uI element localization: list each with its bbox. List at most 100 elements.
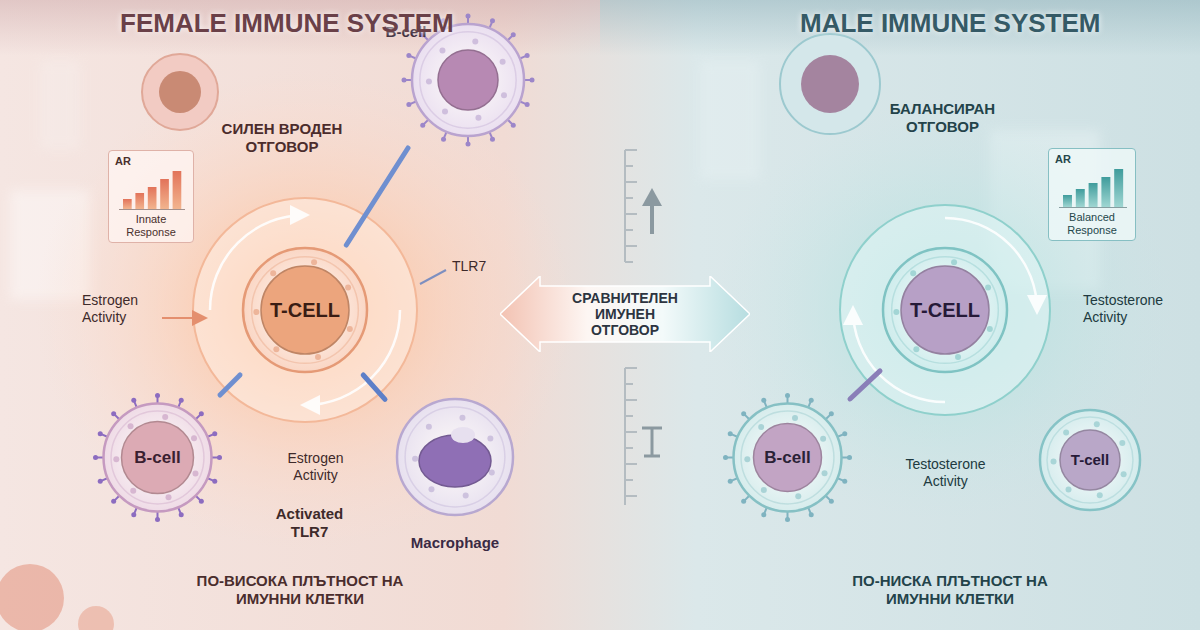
receptor-tip bbox=[212, 479, 217, 484]
bar-icon bbox=[1055, 167, 1129, 209]
decor-shape bbox=[625, 399, 637, 401]
receptor-tip bbox=[847, 455, 852, 460]
granule bbox=[792, 415, 798, 421]
cell-illustration bbox=[243, 248, 367, 372]
receptor-tip bbox=[741, 411, 746, 416]
macrophage-cell: Macrophage bbox=[385, 395, 525, 560]
cell-membrane bbox=[104, 404, 212, 512]
cell-illustration bbox=[883, 248, 1007, 372]
granule bbox=[913, 346, 919, 352]
granule bbox=[439, 47, 445, 53]
granule bbox=[472, 39, 478, 45]
granule bbox=[1063, 429, 1069, 435]
cell-nucleus bbox=[451, 427, 475, 443]
receptor-link bbox=[220, 375, 240, 395]
decor-shape bbox=[625, 245, 637, 247]
hormone-label: Estrogen Activity bbox=[268, 450, 363, 484]
receptor-tip bbox=[761, 512, 766, 517]
receptor-tip bbox=[217, 455, 222, 460]
decor-shape bbox=[625, 495, 637, 497]
up-arrow bbox=[650, 202, 654, 234]
cell-membrane bbox=[741, 411, 834, 504]
comparison-arrow: СРАВНИТЕЛЕН ИМУНЕН ОТГОВОР bbox=[500, 276, 750, 352]
granule bbox=[253, 309, 259, 315]
up-arrow bbox=[642, 188, 662, 206]
granule bbox=[795, 493, 801, 499]
small-cell bbox=[142, 54, 218, 130]
cell-nucleus bbox=[261, 266, 349, 354]
granule bbox=[113, 456, 119, 462]
granule bbox=[428, 486, 434, 492]
granule bbox=[311, 259, 317, 265]
receptor-tip bbox=[93, 455, 98, 460]
receptor-tip bbox=[179, 398, 184, 403]
bar bbox=[1063, 195, 1072, 207]
granule bbox=[412, 456, 418, 462]
decor-shape bbox=[625, 367, 637, 369]
cell-nucleus bbox=[419, 435, 491, 487]
granule bbox=[315, 354, 321, 360]
decor-shape bbox=[625, 431, 637, 433]
granule bbox=[1119, 440, 1125, 446]
response-label: СИЛЕН ВРОДЕН ОТГОВОР bbox=[212, 120, 352, 156]
density-caption: ПО-ВИСОКА ПЛЪТНОСТ НА ИМУННИ КЛЕТКИ bbox=[195, 572, 405, 608]
cell-membrane bbox=[1040, 410, 1140, 510]
bar bbox=[1101, 177, 1110, 207]
granule bbox=[459, 415, 465, 421]
receptor-tip bbox=[511, 123, 516, 128]
panel-heading: FEMALE IMMUNE SYSTEM bbox=[120, 8, 500, 39]
cell-illustration bbox=[93, 393, 222, 522]
response-chart: ARBalanced Response bbox=[1048, 148, 1136, 241]
receptor-tip bbox=[785, 517, 790, 522]
decor-shape bbox=[40, 60, 80, 150]
granule bbox=[955, 354, 961, 360]
granule bbox=[1094, 421, 1100, 427]
receptor-link bbox=[363, 375, 385, 399]
granule bbox=[487, 435, 493, 441]
granule bbox=[442, 109, 448, 115]
cell-membrane bbox=[1047, 417, 1133, 503]
axis-line bbox=[1059, 207, 1127, 208]
bar bbox=[1076, 189, 1085, 207]
response-chart: ARInnate Response bbox=[108, 150, 194, 243]
decor-shape bbox=[78, 606, 114, 630]
granule bbox=[191, 435, 197, 441]
bar bbox=[1089, 183, 1098, 207]
cell-name: B-cell bbox=[764, 448, 810, 468]
cell-halo bbox=[840, 205, 1050, 415]
receptor-link bbox=[346, 148, 408, 245]
receptor-tip bbox=[511, 32, 516, 37]
receptor-tip bbox=[728, 431, 733, 436]
receptor-tip bbox=[466, 14, 471, 19]
receptor-tip bbox=[131, 512, 136, 517]
decor-shape bbox=[625, 261, 633, 263]
bar bbox=[160, 179, 169, 209]
granule bbox=[910, 270, 916, 276]
b-cell: B-cell bbox=[95, 395, 220, 520]
cell-nucleus bbox=[122, 422, 194, 494]
receptor-tip bbox=[723, 455, 728, 460]
t-cell: T-CELL bbox=[880, 245, 1010, 375]
receptor-tip bbox=[842, 431, 847, 436]
receptor-tip bbox=[441, 137, 446, 142]
receptor-tip bbox=[490, 137, 495, 142]
cell-name: T-cell bbox=[1071, 451, 1109, 468]
granule bbox=[500, 59, 506, 65]
response-label: БАЛАНСИРАН ОТГОВОР bbox=[885, 100, 1000, 136]
leader-line bbox=[420, 270, 446, 284]
cell-illustration bbox=[723, 393, 852, 522]
receptor-tip bbox=[809, 512, 814, 517]
double-arrow-shape bbox=[500, 276, 750, 352]
b-cell: B-cell bbox=[725, 395, 850, 520]
cell-illustration bbox=[397, 399, 513, 515]
small-cell bbox=[780, 34, 880, 134]
granule bbox=[951, 259, 957, 265]
receptor-tip bbox=[406, 53, 411, 58]
receptor-tip bbox=[155, 517, 160, 522]
receptor-tip bbox=[525, 53, 530, 58]
receptor-tip bbox=[406, 102, 411, 107]
granule bbox=[501, 92, 507, 98]
